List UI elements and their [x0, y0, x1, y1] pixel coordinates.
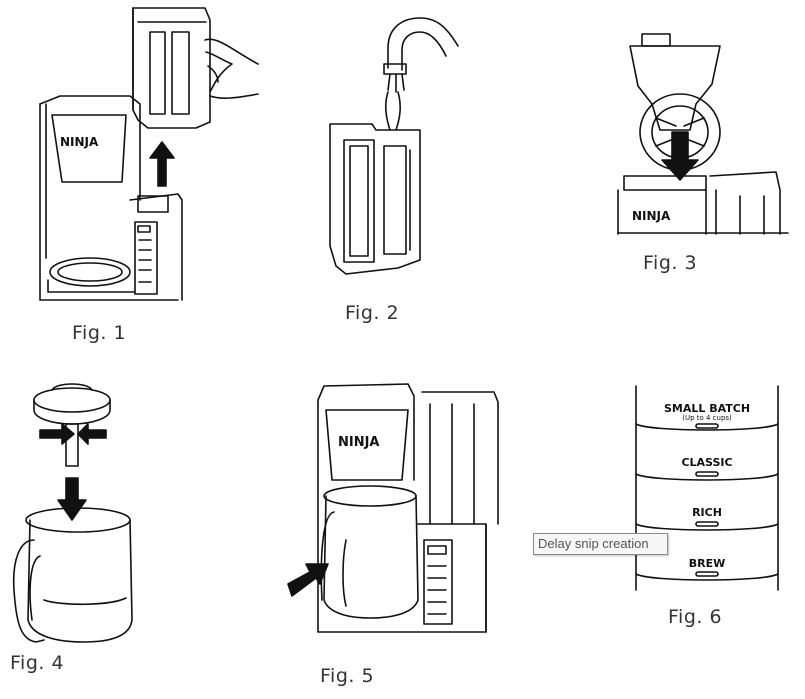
fig5-caption: Fig. 5 [320, 665, 375, 687]
delay-snip-tooltip: Delay snip creation [533, 533, 668, 555]
fig1-brand: NINJA [60, 135, 99, 149]
brew-label: BREW [688, 557, 726, 570]
classic-label: CLASSIC [681, 456, 733, 469]
fig6-caption: Fig. 6 [668, 606, 723, 628]
fig2-caption: Fig. 2 [345, 302, 400, 324]
rich-label: RICH [692, 506, 722, 519]
fig2-reservoir-fill [329, 17, 459, 275]
fig1-coffee-maker: NINJA [39, 7, 259, 301]
small-batch-sub-label: (Up to 4 cups) [682, 414, 732, 422]
fig4-caption: Fig. 4 [10, 652, 65, 674]
fig3-caption: Fig. 3 [643, 252, 698, 274]
fig3-filter-basket: NINJA [617, 33, 789, 235]
fig4-carafe-lid [12, 383, 133, 643]
small-batch-label: SMALL BATCH [663, 402, 751, 415]
fig6-button-panel [635, 385, 779, 591]
fig5-brand: NINJA [338, 435, 380, 450]
fig5-coffee-maker: NINJA [287, 383, 499, 633]
fig3-brand: NINJA [632, 209, 671, 223]
fig1-caption: Fig. 1 [72, 322, 127, 344]
